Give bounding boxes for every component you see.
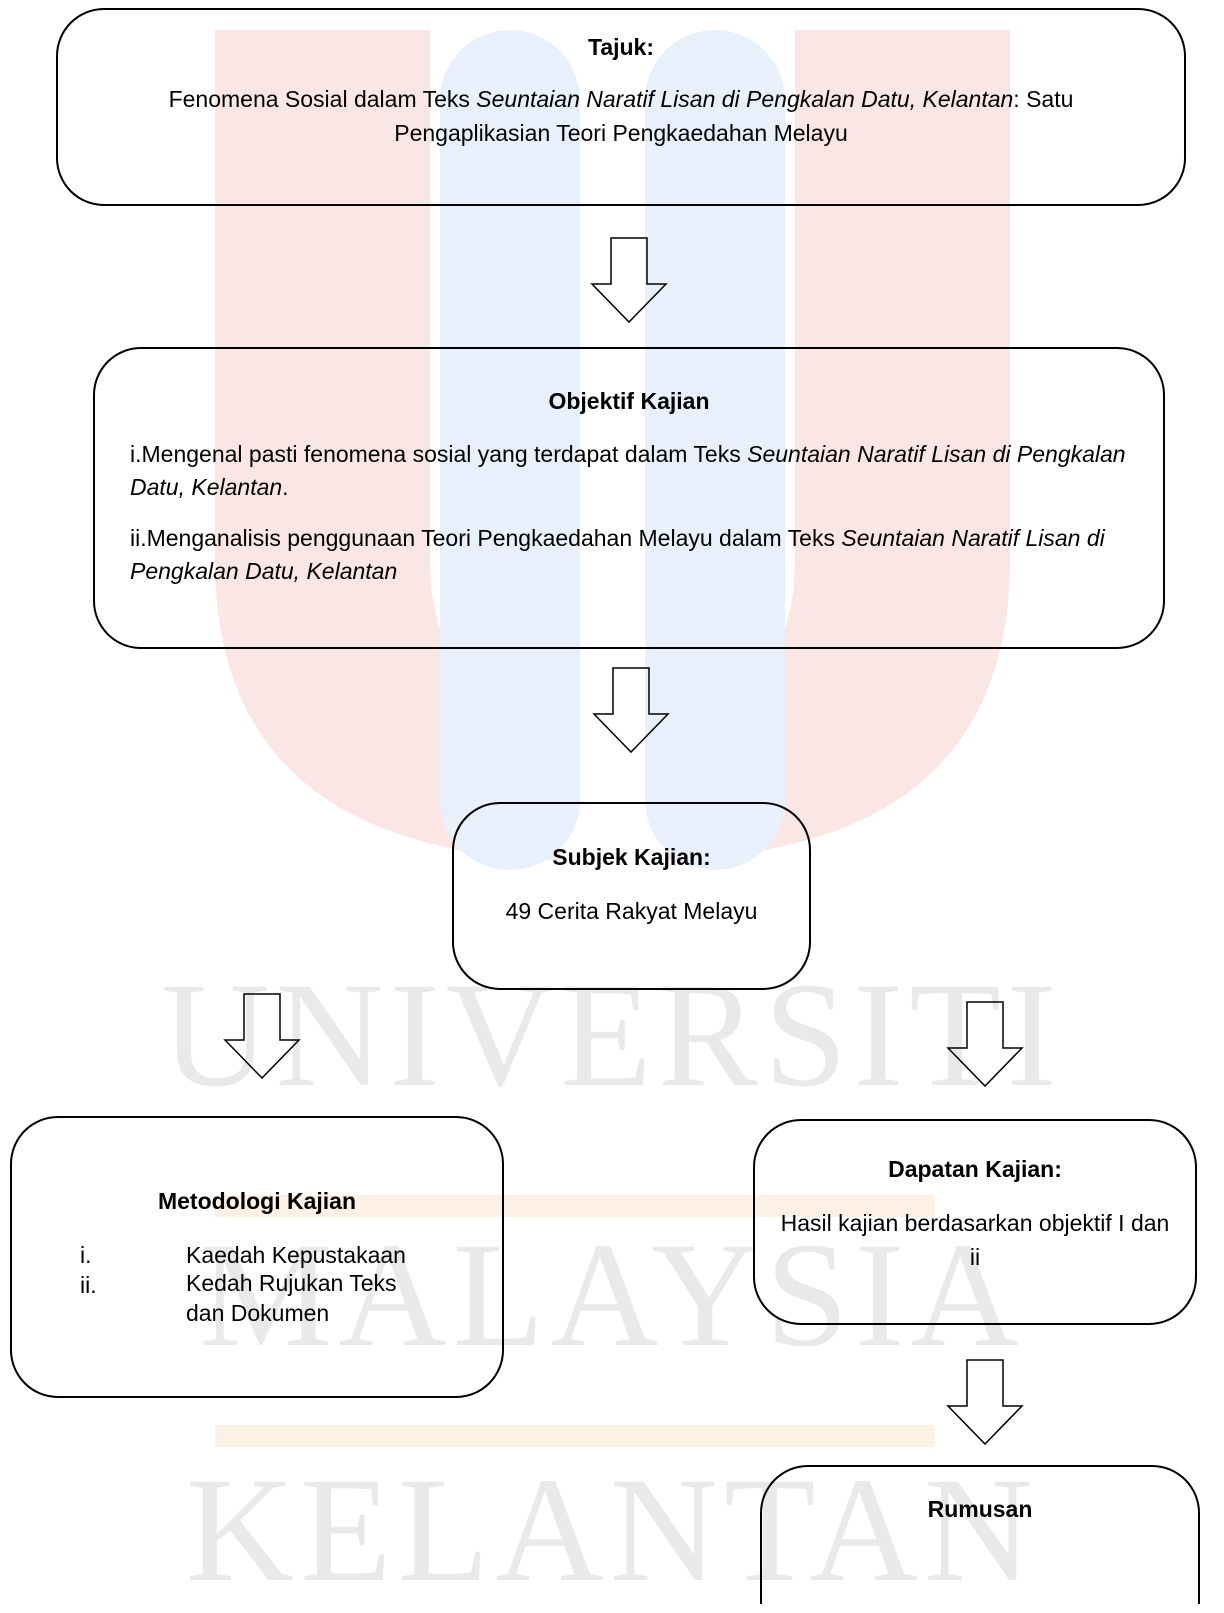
metodologi-heading: Metodologi Kajian: [157, 1188, 357, 1214]
metodologi-item-1-num: i.: [80, 1242, 92, 1268]
subjek-box: [452, 802, 811, 990]
dapatan-box: [753, 1119, 1197, 1325]
objektif-item2-italic: Seuntaian Naratif Lisan di Pengkalan Dat…: [130, 525, 1105, 584]
objektif-heading: Objektif Kajian: [548, 388, 710, 414]
metodologi-item-2-num: ii.: [80, 1272, 97, 1298]
tajuk-line1-post: : Satu: [1013, 86, 1074, 112]
objektif-box: [93, 347, 1165, 649]
objektif-item1-pre: i.Mengenal pasti fenomena sosial yang te…: [130, 441, 748, 467]
objektif-item-2: ii.Menganalisis penggunaan Teori Pengkae…: [130, 522, 1140, 588]
watermark-line-3: KELANTAN: [185, 1447, 1039, 1613]
subjek-heading: Subjek Kajian:: [552, 844, 711, 870]
dapatan-body: Hasil kajian berdasarkan objektif I dan …: [780, 1210, 1170, 1270]
objektif-item2-pre: ii.Menganalisis penggunaan Teori Pengkae…: [130, 525, 842, 551]
objektif-item-1: i.Mengenal pasti fenomena sosial yang te…: [130, 438, 1140, 504]
down-arrow-icon: [946, 1359, 1024, 1446]
rumusan-box: [760, 1465, 1200, 1604]
objektif-item1-post: .: [282, 474, 289, 500]
metodologi-item-1-text: Kaedah Kepustakaan: [186, 1242, 406, 1268]
down-arrow-icon: [592, 667, 670, 754]
dapatan-heading: Dapatan Kajian:: [888, 1156, 1062, 1182]
subjek-body: 49 Cerita Rakyat Melayu: [505, 898, 758, 924]
tajuk-text-line1: Fenomena Sosial dalam Teks Seuntaian Nar…: [56, 82, 1186, 116]
objektif-item1-italic: Seuntaian Naratif Lisan di Pengkalan Dat…: [130, 441, 1126, 500]
tajuk-line1-italic: Seuntaian Naratif Lisan di Pengkalan Dat…: [476, 86, 1014, 112]
metodologi-box: [10, 1116, 504, 1398]
tajuk-text-line2: Pengaplikasian Teori Pengkaedahan Melayu: [394, 120, 848, 146]
watermark-line-2: MALAYSIA: [199, 1212, 1025, 1378]
metodologi-item-2-text: Kedah Rujukan Teks dan Dokumen: [186, 1270, 397, 1326]
tajuk-line1-pre: Fenomena Sosial dalam Teks: [168, 86, 477, 112]
down-arrow-icon: [590, 237, 668, 324]
watermark-line-1: UNIVERSITI: [161, 952, 1063, 1118]
rumusan-heading: Rumusan: [927, 1496, 1033, 1522]
tajuk-box: [56, 8, 1186, 206]
down-arrow-icon: [223, 993, 301, 1080]
tajuk-heading: Tajuk:: [587, 34, 655, 60]
down-arrow-icon: [946, 1001, 1024, 1088]
